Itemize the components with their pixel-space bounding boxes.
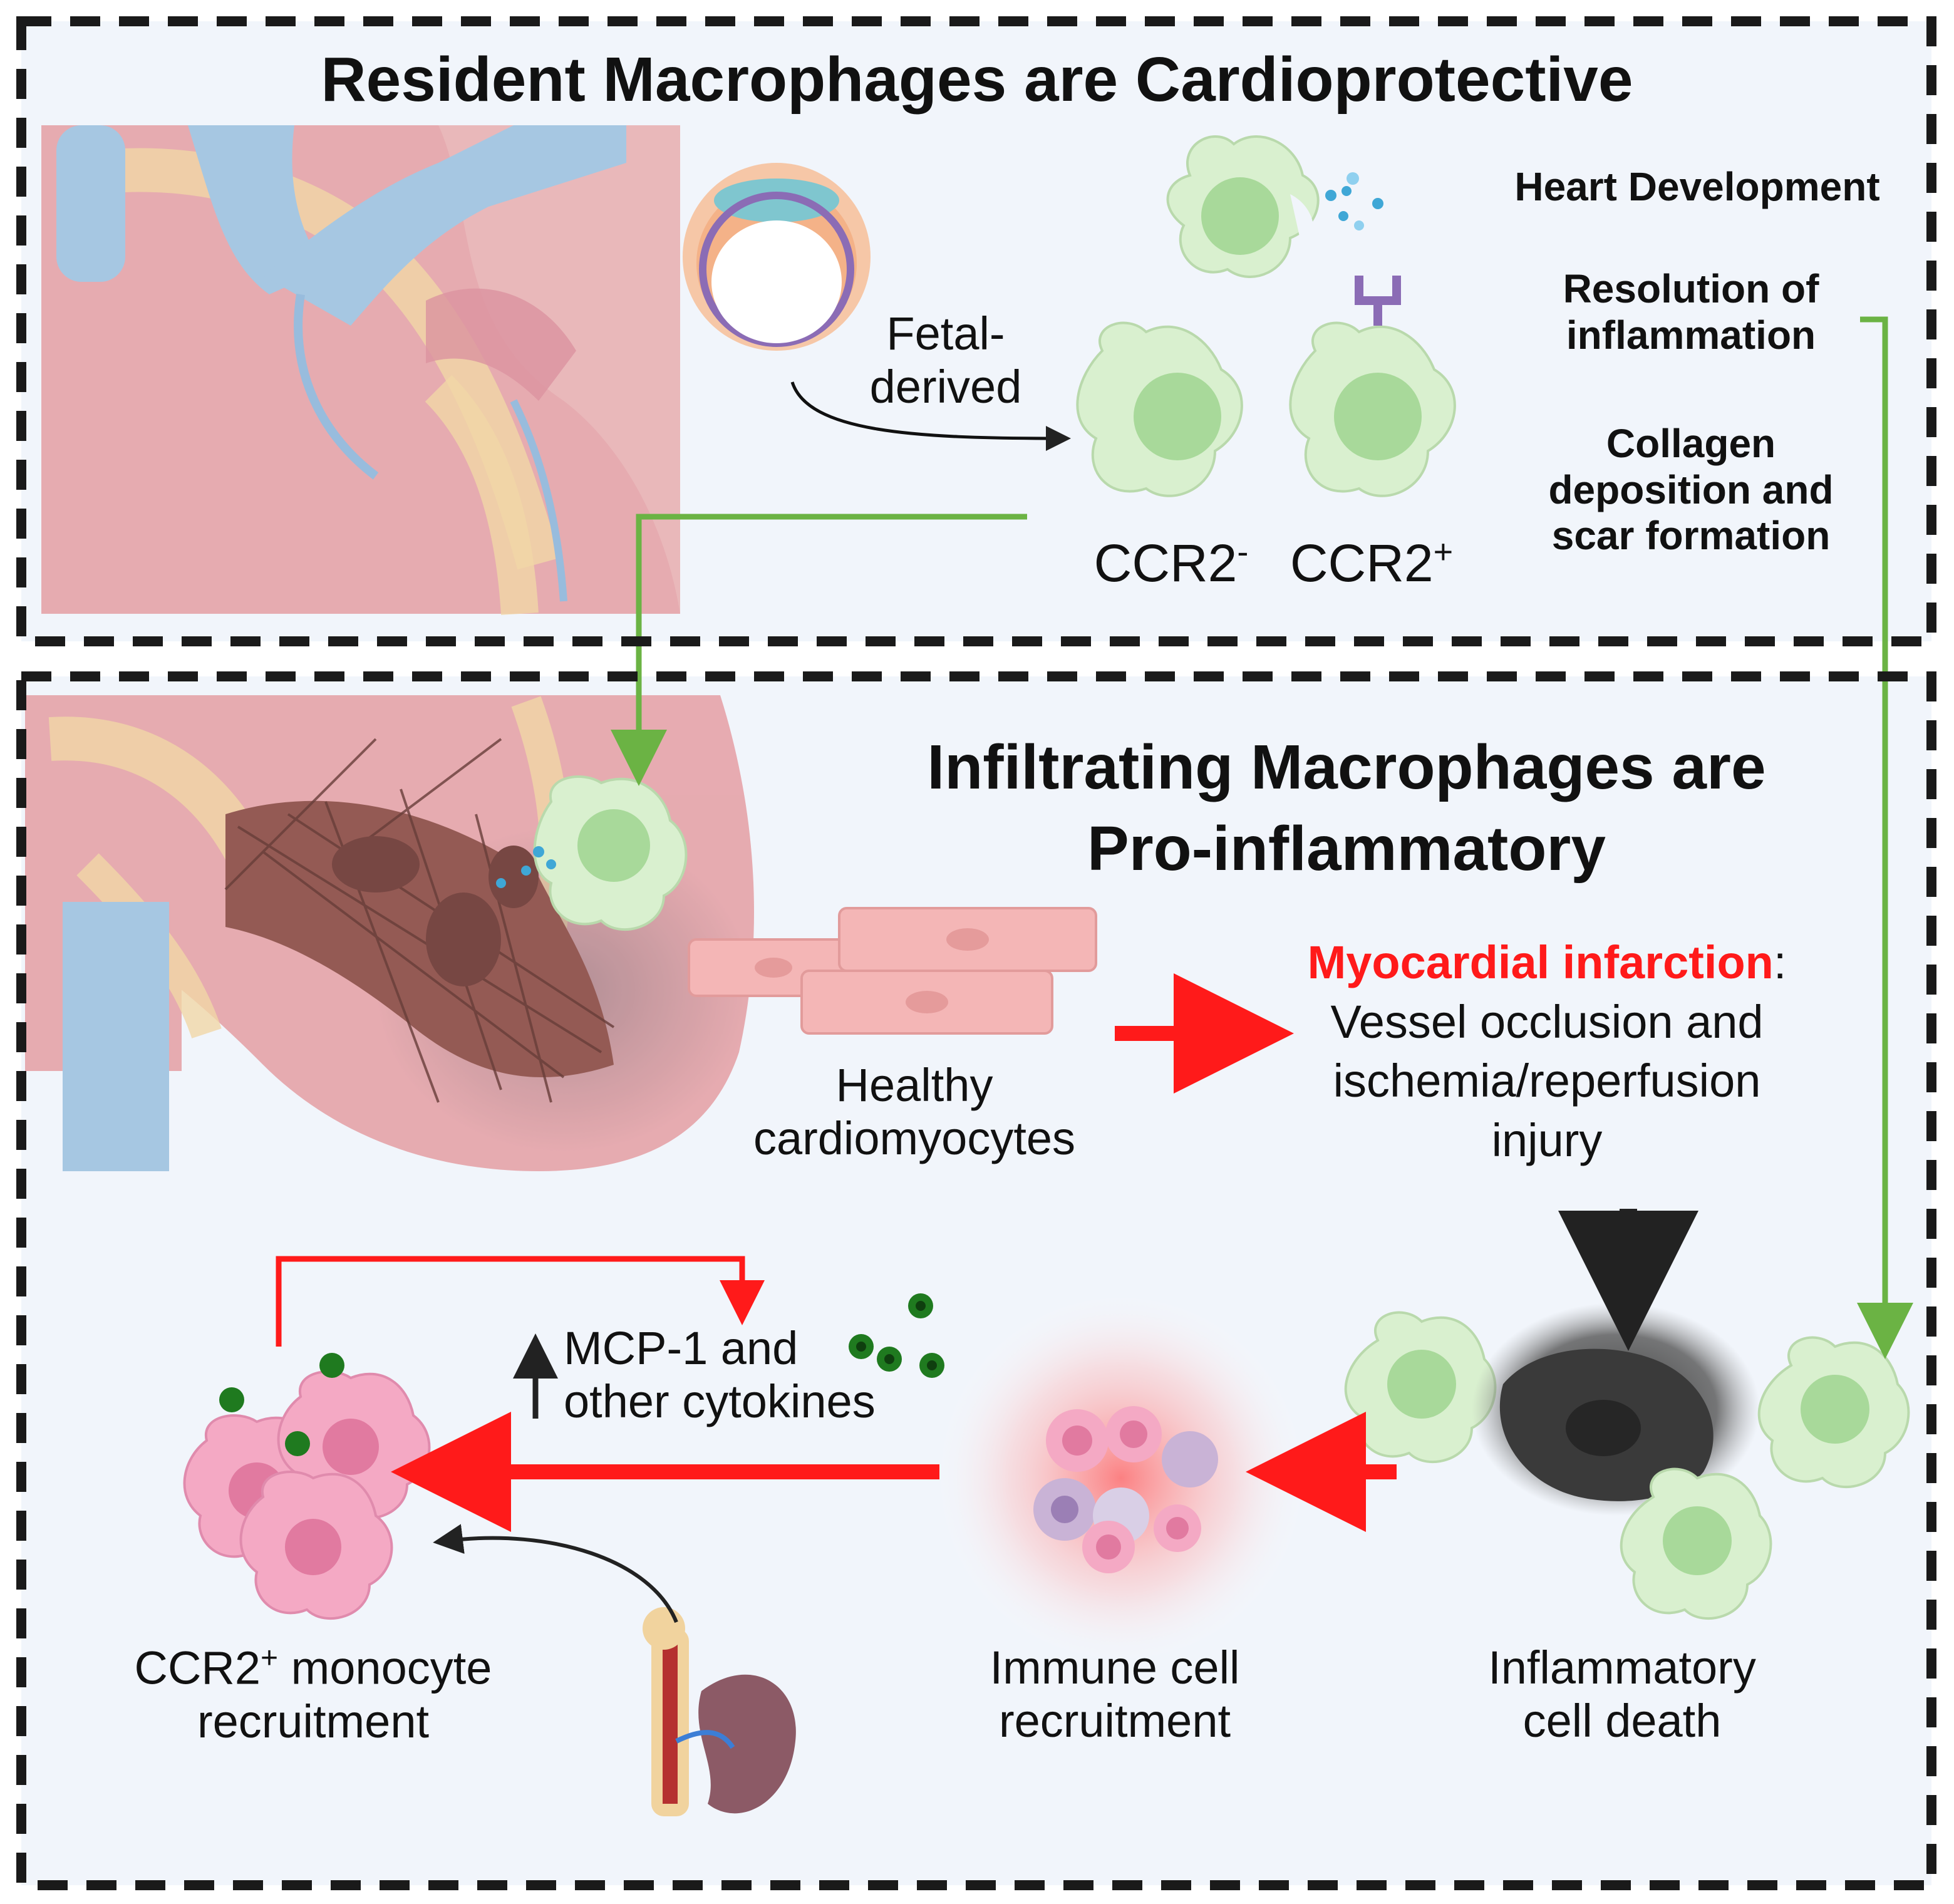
death-line1: Inflammatory	[1488, 1642, 1756, 1694]
ccr2-neg-label: CCR2-	[1077, 532, 1265, 594]
macrophage-ccr2-neg	[1076, 321, 1243, 497]
cardiomyocytes-icon	[688, 907, 1097, 1035]
top-panel-border	[16, 16, 1936, 646]
healthy-line2: cardiomyocytes	[753, 1112, 1076, 1165]
function-collagen-line1: Collagen	[1606, 421, 1776, 466]
mi-line3: ischemia/reperfusion	[1333, 1055, 1761, 1107]
monocyte-line1: CCR2+ monocyte	[94, 1641, 532, 1695]
green-arrow-to-infarct	[611, 514, 1027, 786]
embryo-icon	[683, 163, 871, 351]
macrophage-secreting	[1166, 135, 1383, 278]
function-resolution-line1: Resolution of	[1563, 266, 1819, 311]
bottom-panel-title: Infiltrating Macrophages are Pro-inflamm…	[814, 727, 1879, 889]
bottom-title-line2: Pro-inflammatory	[1087, 814, 1606, 884]
ccr2-pos-label: CCR2+	[1278, 532, 1466, 594]
bone-marrow-arrow	[433, 1524, 678, 1623]
top-panel-title: Resident Macrophages are Cardioprotectiv…	[321, 44, 1633, 115]
cytokine-icons	[849, 1293, 944, 1378]
immune-line1: Immune cell	[990, 1642, 1240, 1694]
immune-line2: recruitment	[998, 1695, 1231, 1747]
death-line2: cell death	[1522, 1695, 1722, 1747]
function-resolution: Resolution of inflammation	[1478, 266, 1904, 358]
ccr2-pos-base: CCR2	[1290, 534, 1434, 592]
monocyte-recruitment-label: CCR2+ monocyte recruitment	[94, 1641, 532, 1748]
healthy-cardiomyocytes-label: Healthy cardiomyocytes	[689, 1058, 1140, 1165]
mi-highlight: Myocardial infarction	[1307, 936, 1774, 988]
monocyte-line2: recruitment	[197, 1695, 430, 1747]
macrophage-phagocytosing	[496, 775, 688, 931]
fetal-derived-label: Fetal- derived	[852, 307, 1040, 413]
bottom-panel-border	[16, 671, 1936, 1890]
infarcted-heart-illustration	[25, 695, 754, 1171]
fetal-derived-line1: Fetal-	[886, 308, 1005, 360]
ccr2-neg-base: CCR2	[1093, 534, 1238, 592]
mi-line2: Vessel occlusion and	[1330, 995, 1764, 1048]
monocyte-rest: monocyte	[278, 1642, 492, 1694]
heart-illustration-top	[41, 125, 680, 615]
function-heart-development-line: Heart Development	[1514, 164, 1880, 209]
mi-line1: Myocardial infarction:	[1253, 933, 1841, 993]
cytokines-label: MCP-1 and other cytokines	[564, 1322, 939, 1428]
healthy-line1: Healthy	[835, 1059, 993, 1111]
mi-label: Myocardial infarction: Vessel occlusion …	[1253, 933, 1841, 1171]
bound-cytokine-icons	[219, 1353, 344, 1456]
ccr2-neg-sup: -	[1237, 533, 1249, 571]
monocyte-sup: +	[261, 1642, 279, 1675]
function-collagen: Collagen deposition and scar formation	[1478, 421, 1904, 559]
immune-cell-label: Immune cell recruitment	[927, 1641, 1303, 1747]
monocyte-base: CCR2	[134, 1642, 261, 1694]
ccr2-receptor-icon	[1355, 276, 1401, 326]
cytokines-line2: other cytokines	[564, 1375, 876, 1428]
cell-death-cluster	[1344, 1303, 1910, 1620]
function-resolution-line2: inflammation	[1566, 312, 1816, 358]
cell-death-label: Inflammatory cell death	[1434, 1641, 1810, 1747]
function-collagen-line3: scar formation	[1551, 513, 1831, 559]
cytokines-line1: MCP-1 and	[564, 1322, 799, 1374]
immune-cell-cluster	[933, 1290, 1309, 1666]
macrophage-ccr2-pos	[1289, 276, 1456, 497]
bottom-title-line1: Infiltrating Macrophages are	[927, 732, 1766, 802]
fetal-derived-line2: derived	[869, 361, 1022, 413]
mi-colon: :	[1773, 936, 1787, 988]
red-feedback-arrow	[276, 1256, 765, 1347]
function-collagen-line2: deposition and	[1548, 467, 1834, 512]
function-heart-development: Heart Development	[1478, 164, 1916, 210]
bone-spleen-icon	[643, 1607, 796, 1816]
green-arrow-to-death	[1857, 316, 1913, 1359]
ccr2-pos-sup: +	[1433, 533, 1454, 571]
mi-line4: injury	[1491, 1114, 1603, 1167]
fetal-derived-arrow	[790, 381, 1071, 451]
